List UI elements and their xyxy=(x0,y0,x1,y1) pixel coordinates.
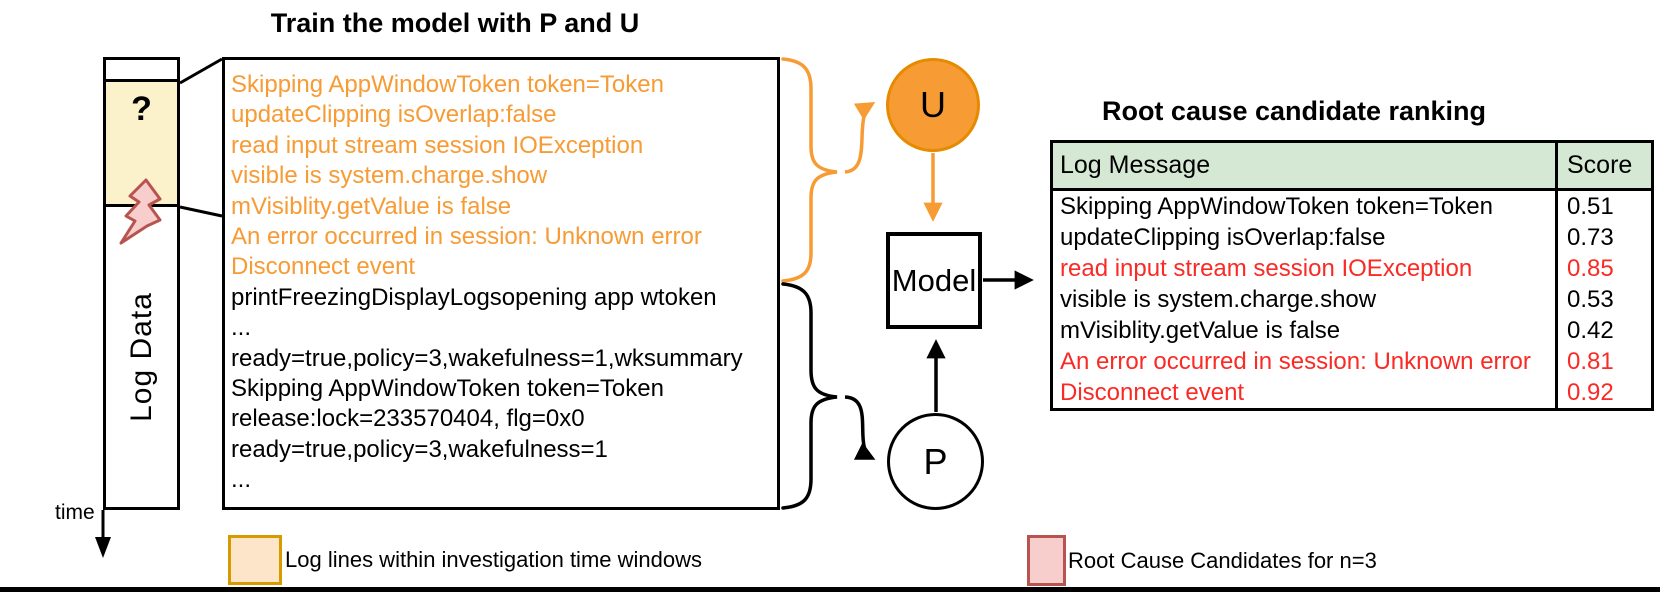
arrow-to-u xyxy=(844,102,876,174)
log-message-cell: mVisiblity.getValue is false xyxy=(1053,315,1558,346)
log-message-cell: Skipping AppWindowToken token=Token xyxy=(1053,191,1558,222)
arrow-to-p xyxy=(844,395,876,460)
log-line: release:lock=233570404, flg=0x0 xyxy=(231,405,585,433)
table-row: Disconnect event 0.92 xyxy=(1053,377,1651,408)
legend-investigation-label: Log lines within investigation time wind… xyxy=(285,547,702,572)
legend-root-cause-label: Root Cause Candidates for n=3 xyxy=(1068,547,1377,573)
time-arrow-icon xyxy=(95,537,111,558)
log-message-cell: An error occurred in session: Unknown er… xyxy=(1053,346,1558,377)
log-message-cell: updateClipping isOverlap:false xyxy=(1053,222,1558,253)
model-node: Model xyxy=(886,232,982,329)
timeline-top-segment xyxy=(106,60,177,82)
log-line: printFreezingDisplayLogsopening app wtok… xyxy=(231,283,717,311)
root-cause-ranking-table: Log Message Score Skipping AppWindowToke… xyxy=(1050,140,1654,411)
log-line: mVisiblity.getValue is false xyxy=(231,192,512,220)
ranking-title: Root cause candidate ranking xyxy=(1101,96,1487,126)
timeline-rest-segment: Log Data xyxy=(106,207,177,507)
score-cell: 0.73 xyxy=(1567,223,1614,251)
log-message-cell: Disconnect event xyxy=(1053,377,1558,408)
score-cell: 0.81 xyxy=(1567,347,1614,375)
investigation-window-swatch-icon xyxy=(228,535,282,585)
log-message-column-header: Log Message xyxy=(1053,143,1558,188)
positive-brace-icon xyxy=(781,282,838,510)
log-excerpt-box: Skipping AppWindowToken token=Token upda… xyxy=(222,57,780,510)
unlabeled-brace-icon xyxy=(781,57,838,283)
log-data-timeline-bar: ? Log Data xyxy=(103,57,180,510)
table-header-row: Log Message Score xyxy=(1053,143,1651,191)
table-row: read input stream session IOException 0.… xyxy=(1053,253,1651,284)
log-message-cell: visible is system.charge.show xyxy=(1053,284,1558,315)
table-row: An error occurred in session: Unknown er… xyxy=(1053,346,1651,377)
score-cell: 0.92 xyxy=(1567,378,1614,406)
window-top-connector-line xyxy=(179,57,223,85)
investigation-window-segment: ? xyxy=(106,82,177,207)
log-line: read input stream session IOException xyxy=(231,131,644,159)
window-bottom-connector-line xyxy=(179,205,223,218)
log-line: Disconnect event xyxy=(231,253,416,281)
log-line: visible is system.charge.show xyxy=(231,162,548,190)
score-cell: 0.51 xyxy=(1567,192,1614,220)
question-mark-label: ? xyxy=(131,90,152,128)
log-line: updateClipping isOverlap:false xyxy=(231,101,557,129)
time-axis-label: time xyxy=(55,501,95,524)
table-row: visible is system.charge.show 0.53 xyxy=(1053,284,1651,315)
legend-root-cause: Root Cause Candidates for n=3 xyxy=(1027,535,1377,586)
score-cell: 0.42 xyxy=(1567,316,1614,344)
root-cause-swatch-icon xyxy=(1027,535,1066,586)
log-message-cell: read input stream session IOException xyxy=(1053,253,1558,284)
table-row: Skipping AppWindowToken token=Token 0.51 xyxy=(1053,191,1651,222)
log-data-label: Log Data xyxy=(124,292,158,422)
log-line: Skipping AppWindowToken token=Token xyxy=(231,375,664,403)
score-cell: 0.85 xyxy=(1567,254,1614,282)
table-row: mVisiblity.getValue is false 0.42 xyxy=(1053,315,1651,346)
log-line: ready=true,policy=3,wakefulness=1,wksumm… xyxy=(231,344,743,372)
figure-bottom-rule xyxy=(0,587,1660,592)
positive-set-node: P xyxy=(887,413,984,510)
table-row: updateClipping isOverlap:false 0.73 xyxy=(1053,222,1651,253)
log-line: ready=true,policy=3,wakefulness=1 xyxy=(231,435,608,463)
log-line: ... xyxy=(231,314,252,342)
legend-investigation-window: Log lines within investigation time wind… xyxy=(228,535,702,585)
score-cell: 0.53 xyxy=(1567,285,1614,313)
log-line: ... xyxy=(231,466,252,494)
log-line: An error occurred in session: Unknown er… xyxy=(231,223,702,251)
score-column-header: Score xyxy=(1567,151,1633,179)
unlabeled-set-node: U xyxy=(886,58,980,152)
train-title: Train the model with P and U xyxy=(270,8,640,38)
table-body: Skipping AppWindowToken token=Token 0.51… xyxy=(1053,191,1651,408)
log-line: Skipping AppWindowToken token=Token xyxy=(231,71,664,98)
